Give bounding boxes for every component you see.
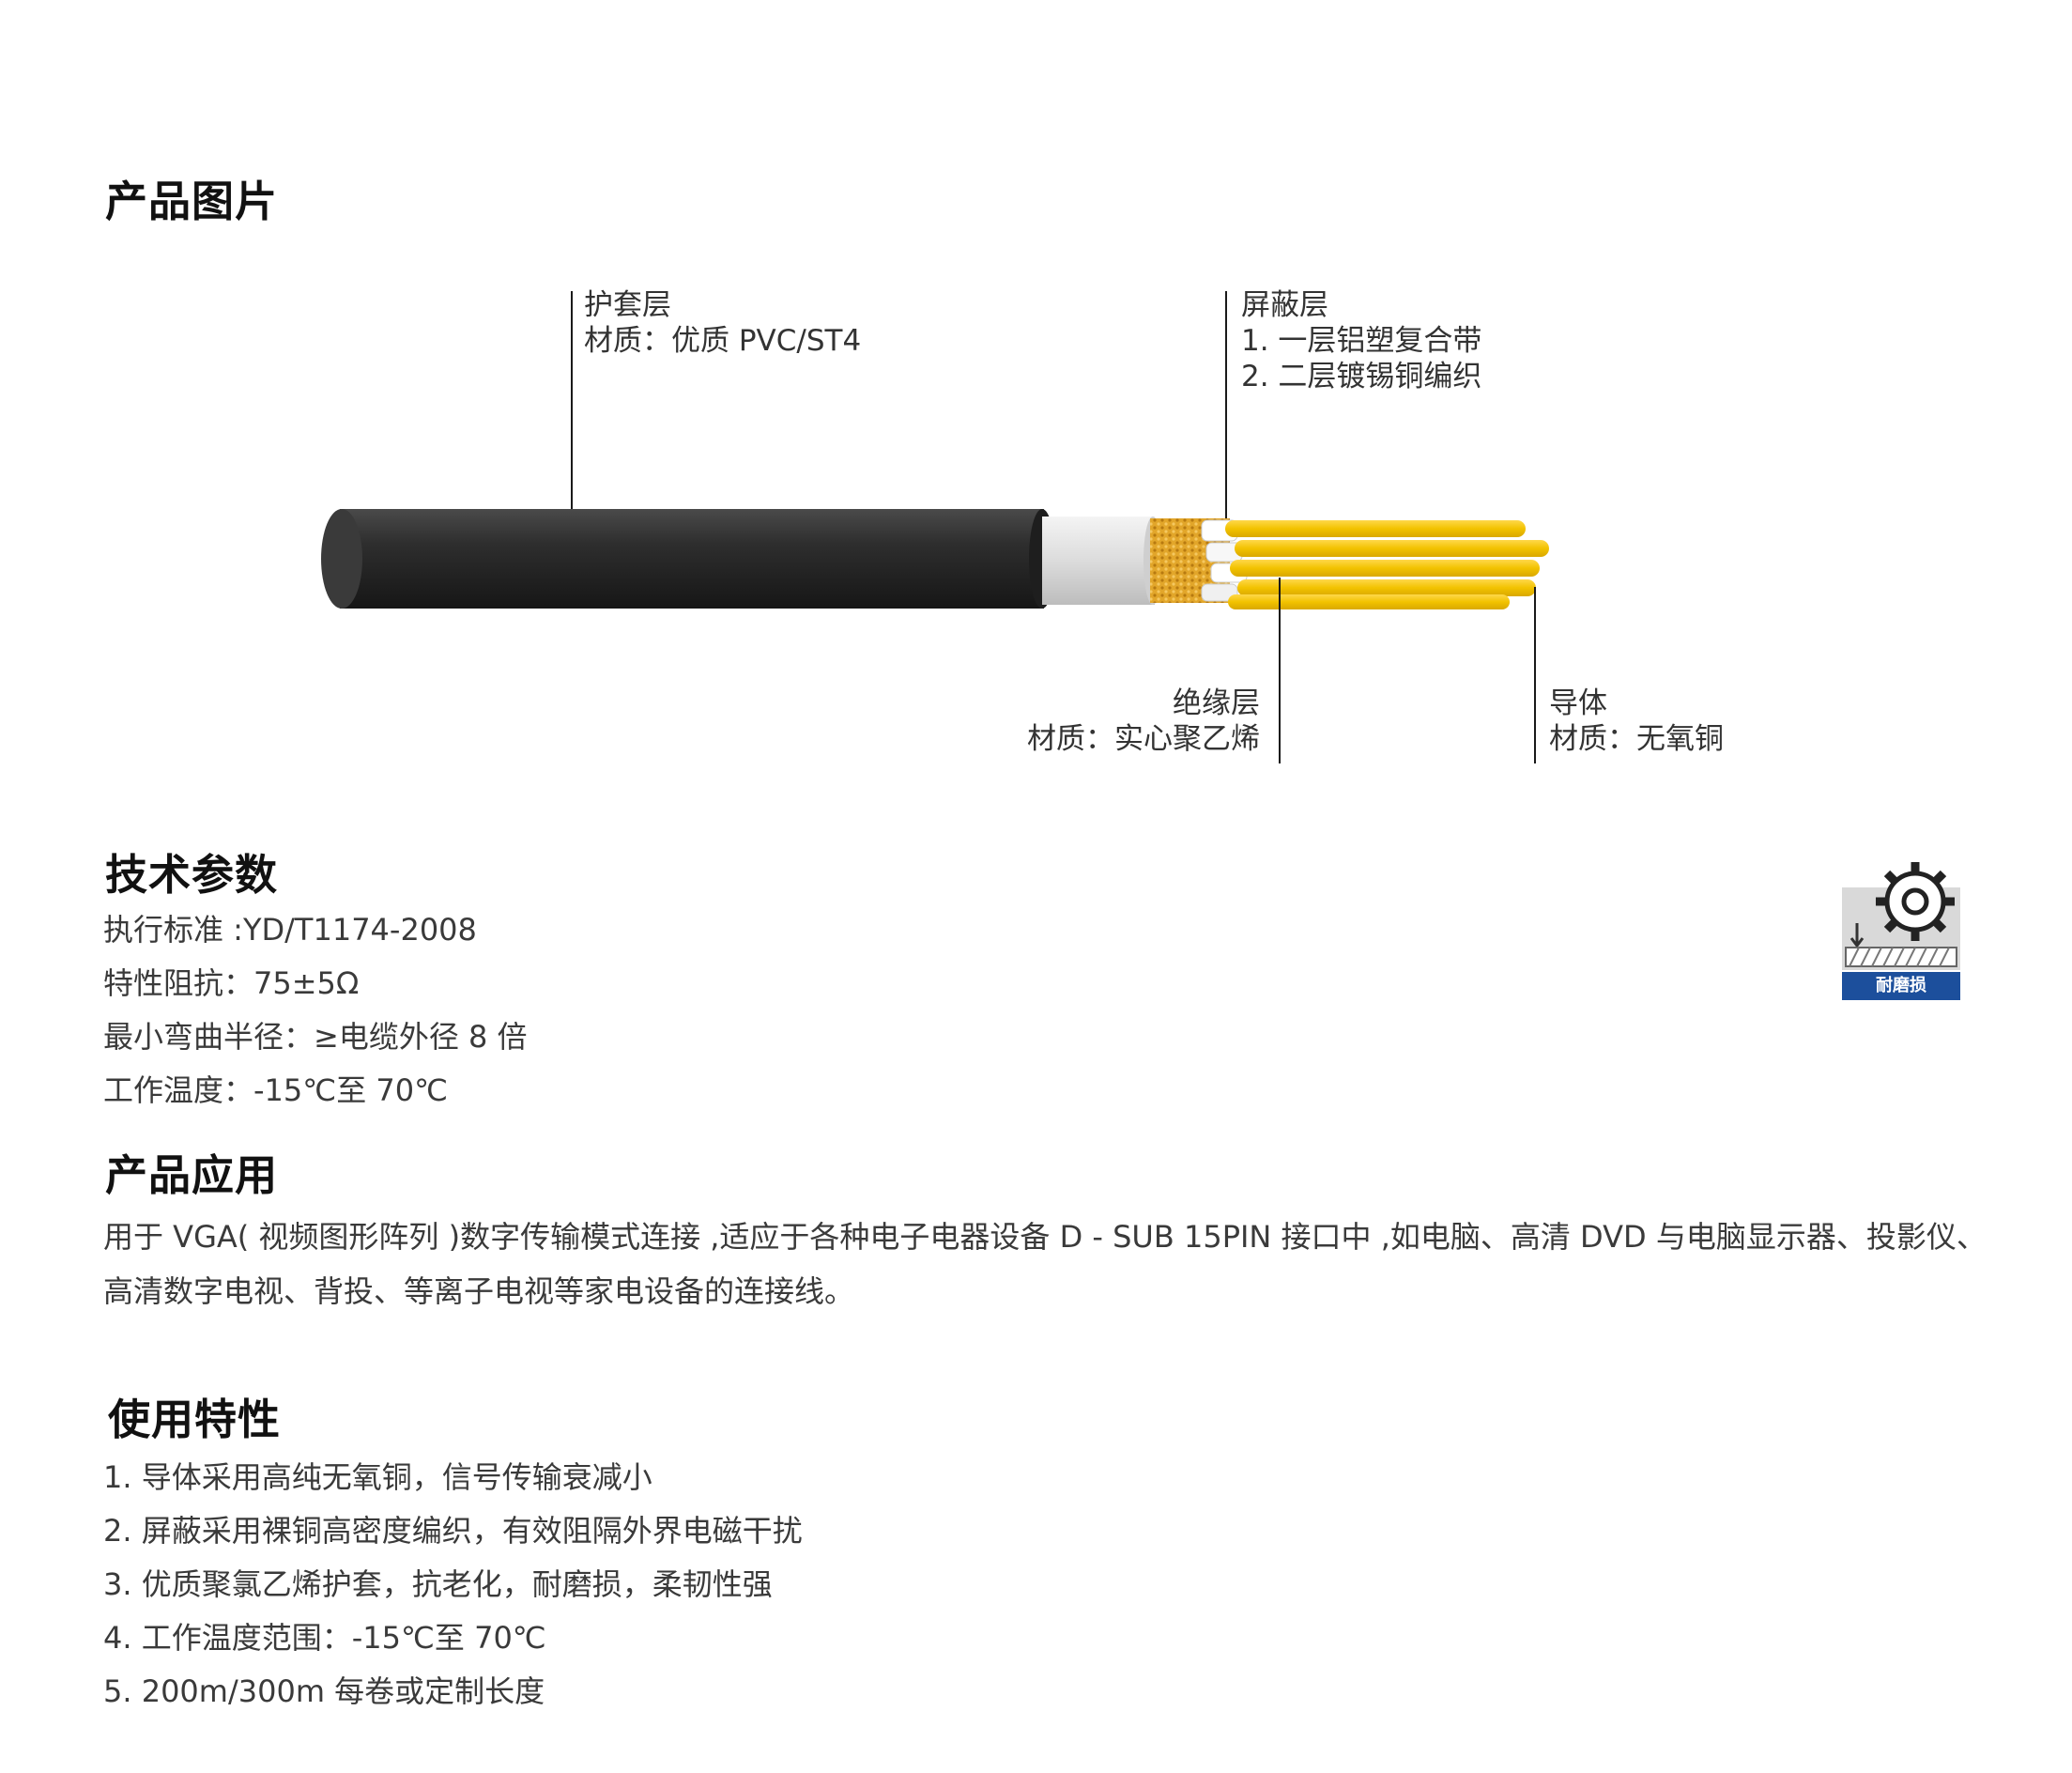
tech-spec-standard: 执行标准 :YD/T1174-2008 bbox=[103, 912, 477, 948]
callout-shield: 屏蔽层 1. 一层铝塑复合带 2. 二层镀锡铜编织 bbox=[1241, 287, 1481, 394]
shield-leader-line bbox=[1225, 291, 1227, 521]
tech-spec-impedance: 特性阻抗：75±5Ω bbox=[103, 965, 360, 1001]
jacket-leader-line bbox=[571, 291, 573, 556]
callout-conductor-material: 材质：无氧铜 bbox=[1549, 722, 1724, 756]
section-title-tech-specs: 技术参数 bbox=[105, 850, 279, 900]
feature-item-temperature: 4. 工作温度范围：-15℃至 70℃ bbox=[103, 1620, 546, 1656]
callout-jacket-title: 护套层 bbox=[584, 288, 671, 322]
feature-item-shielding: 2. 屏蔽采用裸铜高密度编织，有效阻隔外界电磁干扰 bbox=[103, 1513, 803, 1549]
callout-jacket: 护套层 材质：优质 PVC/ST4 bbox=[584, 287, 861, 359]
callout-shield-title: 屏蔽层 bbox=[1241, 288, 1328, 322]
callout-insulation-material: 材质：实心聚乙烯 bbox=[1027, 722, 1260, 756]
feature-item-conductor: 1. 导体采用高纯无氧铜，信号传输衰减小 bbox=[103, 1459, 652, 1495]
tech-spec-temperature: 工作温度：-15℃至 70℃ bbox=[103, 1072, 449, 1108]
conductor-layer bbox=[1225, 520, 1549, 609]
application-text-line1: 用于 VGA( 视频图形阵列 )数字传输模式连接 ,适应于各种电子电器设备 D … bbox=[103, 1219, 1987, 1255]
wear-resistant-badge: 耐磨损 bbox=[1840, 850, 1962, 1005]
conductor-leader-line bbox=[1534, 587, 1536, 763]
foil-layer bbox=[1042, 516, 1162, 605]
section-title-application: 产品应用 bbox=[105, 1150, 279, 1200]
callout-conductor-title: 导体 bbox=[1549, 686, 1607, 720]
section-title-features: 使用特性 bbox=[108, 1395, 282, 1444]
insulation-leader-line bbox=[1279, 578, 1281, 763]
cable-cross-section-illustration bbox=[321, 509, 1549, 609]
callout-jacket-material: 材质：优质 PVC/ST4 bbox=[584, 324, 862, 358]
feature-item-jacket: 3. 优质聚氯乙烯护套，抗老化，耐磨损，柔韧性强 bbox=[103, 1566, 773, 1602]
wear-resistant-label: 耐磨损 bbox=[1876, 976, 1926, 995]
tech-spec-bend-radius: 最小弯曲半径：≥电缆外径 8 倍 bbox=[103, 1019, 528, 1055]
feature-item-length: 5. 200m/300m 每卷或定制长度 bbox=[103, 1673, 545, 1709]
application-text-line2: 高清数字电视、背投、等离子电视等家电设备的连接线。 bbox=[103, 1273, 855, 1309]
callout-shield-line2: 2. 二层镀锡铜编织 bbox=[1241, 360, 1482, 393]
callout-conductor: 导体 材质：无氧铜 bbox=[1549, 686, 1724, 757]
gear-icon bbox=[1842, 862, 1960, 1000]
callout-insulation: 绝缘层 材质：实心聚乙烯 bbox=[939, 686, 1260, 757]
jacket-layer bbox=[321, 509, 1055, 609]
callout-shield-line1: 1. 一层铝塑复合带 bbox=[1241, 324, 1482, 358]
section-title-product-images: 产品图片 bbox=[105, 177, 279, 226]
callout-insulation-title: 绝缘层 bbox=[1173, 686, 1260, 720]
